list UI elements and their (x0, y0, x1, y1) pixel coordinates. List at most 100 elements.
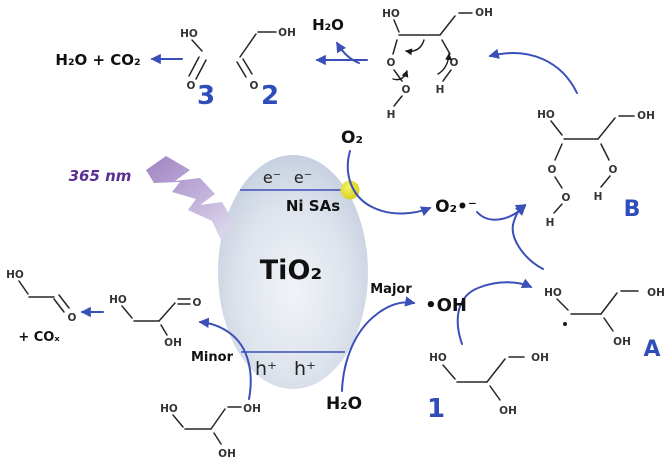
arrow-release-h2o (336, 41, 360, 64)
label-oh-radical: •OH (425, 295, 467, 316)
label-hole-1: h⁺ (255, 358, 277, 380)
molecule-peroxide-intermediate: HO OH O O H O H (382, 7, 493, 121)
bond (213, 432, 222, 445)
label-h2o-bottom: H₂O (326, 394, 362, 414)
bond (18, 280, 29, 295)
label-minor: Minor (191, 350, 234, 365)
bond (242, 58, 253, 75)
molecule-B-peroxide: HO OH O O H O H (537, 109, 655, 229)
atom-label: OH (475, 7, 493, 19)
atom-label: OH (218, 448, 236, 460)
atom-label: HO (382, 8, 400, 20)
atom-label: O (68, 312, 77, 324)
atom-label: HO (109, 294, 127, 306)
molecule-glycerol-1: HO OH OH (429, 352, 549, 417)
tio2-particle (218, 155, 368, 389)
bond (160, 324, 168, 336)
molecule-A-radical: HO OH OH (544, 287, 665, 348)
atom-label: H (436, 84, 445, 96)
atom-label: OH (243, 403, 261, 415)
bond (172, 414, 184, 428)
bond (600, 143, 610, 161)
atom-label: OH (531, 352, 549, 364)
atom-label: O (562, 192, 571, 204)
label-h2o-co2: H₂O + CO₂ (55, 51, 140, 69)
molecule-glyceraldehyde: HO O OH (109, 294, 201, 349)
electron-push-arrow (404, 39, 425, 56)
bond (195, 59, 207, 80)
bond (597, 117, 616, 140)
arrow-h2o-to-oh-radical (341, 296, 416, 392)
bond (53, 298, 65, 313)
bond (441, 39, 451, 55)
electron-push-arrow (392, 70, 409, 81)
bond (600, 292, 618, 315)
radical-dot (563, 322, 567, 326)
bond (188, 56, 200, 77)
label-compound-A: A (643, 337, 660, 362)
bond (191, 39, 203, 52)
label-major: Major (370, 282, 412, 297)
label-compound-B: B (624, 197, 641, 222)
label-hole-2: h⁺ (294, 358, 316, 380)
electron-push-arrow (437, 52, 453, 75)
lightning-bolt-icon (146, 156, 234, 240)
bond (442, 364, 456, 380)
atom-label: O (250, 80, 259, 92)
bond (236, 61, 247, 78)
arrow-1-to-A (456, 278, 533, 345)
bond (392, 39, 398, 55)
atom-label: OH (647, 287, 665, 299)
arrow-A-to-B (511, 204, 544, 270)
bond (600, 175, 611, 188)
bond (239, 33, 257, 58)
label-o2: O₂ (341, 128, 363, 148)
molecule-glycolaldehyde-2: OH O (236, 27, 296, 92)
atom-label: O (609, 164, 618, 176)
label-ni-sas: Ni SAs (286, 197, 340, 215)
atom-label: OH (613, 336, 631, 348)
bond (486, 358, 506, 383)
atom-label: HO (544, 287, 562, 299)
bond (158, 302, 176, 322)
label-tio2: TiO₂ (260, 255, 322, 286)
tio2-ellipse (218, 155, 368, 389)
bond (393, 95, 403, 107)
bond (553, 203, 563, 214)
atom-label: O (402, 84, 411, 96)
atom-label: OH (164, 337, 182, 349)
label-compound-3: 3 (197, 81, 215, 111)
label-superoxide: O₂•⁻ (435, 197, 477, 217)
atom-label: OH (637, 110, 655, 122)
bond (58, 294, 70, 309)
bond (442, 69, 452, 82)
label-compound-2: 2 (261, 81, 279, 111)
bond (554, 176, 563, 189)
label-h2o-top: H₂O (312, 16, 344, 34)
atom-label: O (387, 57, 396, 69)
uv-bolt (146, 156, 234, 240)
atom-label: O (187, 80, 196, 92)
molecule-glycerol-minor: HO OH OH (160, 403, 261, 460)
label-compound-1: 1 (427, 394, 445, 424)
bond (393, 19, 400, 33)
bond (603, 317, 614, 332)
atom-label: HO (180, 28, 198, 40)
label-electron-1: e⁻ (263, 168, 281, 187)
atom-label: O (450, 57, 459, 69)
atom-label: O (548, 164, 557, 176)
bond (554, 143, 563, 161)
arrow-B-to-intermediate (488, 48, 578, 94)
label-cox: + COₓ (18, 330, 60, 345)
atom-label: OH (499, 405, 517, 417)
bond (550, 120, 563, 136)
arrow-o2-to-superoxide (346, 150, 432, 217)
atom-label: HO (429, 352, 447, 364)
ni-single-atom-dot (340, 180, 360, 200)
bond (556, 298, 569, 311)
atom-label: O (193, 297, 202, 309)
atom-label: H (594, 191, 603, 203)
atom-label: HO (6, 269, 24, 281)
atom-label: OH (278, 27, 296, 39)
